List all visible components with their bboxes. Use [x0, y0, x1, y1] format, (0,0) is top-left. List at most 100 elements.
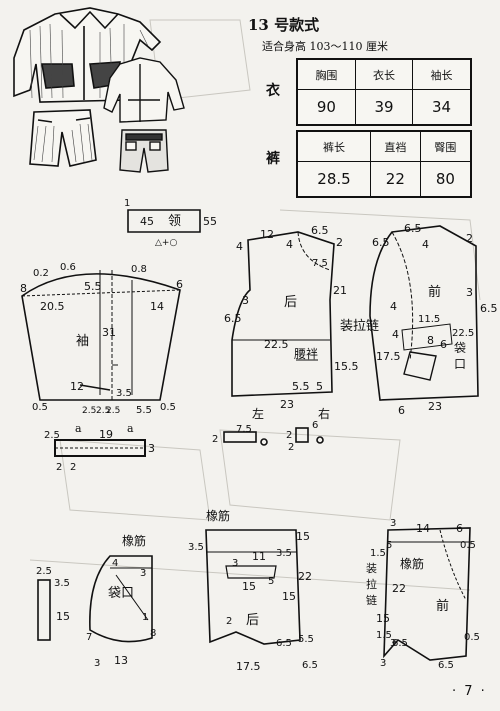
pants-col-hip: 臀围 [419, 130, 472, 162]
svg-text:4: 4 [392, 328, 399, 341]
cuff-pattern: a a 19 2.5 3 2 2 [44, 422, 155, 473]
svg-text:3: 3 [140, 568, 146, 579]
svg-text:4: 4 [390, 300, 397, 313]
svg-text:22: 22 [392, 582, 406, 595]
svg-text:12: 12 [260, 228, 274, 241]
svg-text:19: 19 [99, 428, 113, 441]
svg-text:0.6: 0.6 [60, 262, 76, 273]
shirt-back-illustration [103, 57, 185, 123]
svg-text:3: 3 [390, 518, 396, 529]
collar-num-55: 55 [203, 215, 217, 228]
shorts-back-illustration [119, 129, 169, 173]
svg-text:口: 口 [454, 357, 466, 371]
svg-text:2.5: 2.5 [44, 430, 60, 441]
svg-text:6: 6 [440, 338, 447, 351]
svg-text:5.5: 5.5 [136, 405, 152, 416]
svg-text:6.5: 6.5 [480, 302, 498, 315]
svg-text:0.5: 0.5 [32, 402, 48, 413]
svg-text:11: 11 [252, 550, 266, 563]
pants-val-rise: 22 [369, 161, 421, 198]
svg-text:a: a [127, 422, 134, 435]
svg-text:2: 2 [212, 434, 218, 445]
pants-front-pattern: 3 14 6 0.5 1.5 5 橡筋 装 拉 链 22 前 15 1.5 3 … [366, 518, 480, 671]
svg-text:橡筋: 橡筋 [206, 508, 230, 523]
svg-text:8: 8 [20, 282, 27, 295]
svg-text:2.5: 2.5 [82, 406, 96, 416]
pants-val-hip: 80 [419, 161, 472, 198]
svg-text:0.8: 0.8 [131, 264, 147, 275]
jacket-val-length: 39 [354, 89, 414, 126]
svg-text:7.5: 7.5 [236, 424, 252, 435]
svg-text:6: 6 [398, 404, 405, 417]
back-bodice-pattern: 12 6.5 2 4 7.5 4 3 21 6.5 22.5 后 腰袢 15.5… [224, 224, 359, 411]
pants-col-rise: 直裆 [369, 130, 421, 162]
svg-text:5: 5 [316, 380, 323, 393]
svg-text:3: 3 [232, 558, 238, 569]
svg-text:6.5: 6.5 [392, 638, 408, 649]
jacket-col-chest: 胸围 [296, 58, 356, 90]
svg-text:6.5: 6.5 [276, 638, 292, 649]
svg-text:2.5: 2.5 [96, 406, 110, 416]
svg-text:6.5: 6.5 [302, 660, 318, 671]
svg-text:23: 23 [428, 400, 442, 413]
svg-text:3.5: 3.5 [116, 388, 132, 399]
svg-text:15: 15 [56, 610, 70, 623]
svg-text:6.5: 6.5 [224, 312, 242, 325]
svg-text:2: 2 [336, 236, 343, 249]
svg-text:15: 15 [296, 530, 310, 543]
svg-text:1: 1 [142, 612, 148, 623]
svg-text:7.5: 7.5 [312, 258, 328, 269]
pants-label: 裤 [266, 151, 280, 167]
sleeve-pattern: 0.6 0.2 0.8 8 6 20.5 5.5 14 31 袖 12 3.5 … [20, 262, 183, 416]
svg-text:前: 前 [436, 598, 449, 614]
svg-text:4: 4 [286, 238, 293, 251]
svg-text:拉: 拉 [366, 577, 377, 591]
svg-text:14: 14 [416, 522, 430, 535]
svg-text:橡筋: 橡筋 [400, 556, 424, 571]
waist-tabs: 左 右 7.5 2 2 6 2 [212, 406, 330, 453]
svg-text:22.5: 22.5 [452, 328, 474, 339]
jacket-val-sleeve: 34 [412, 89, 472, 126]
svg-text:6.5: 6.5 [372, 236, 390, 249]
svg-text:左: 左 [252, 406, 264, 421]
svg-text:12: 12 [70, 380, 84, 393]
collar-num-45: 45 [140, 215, 154, 228]
svg-text:6: 6 [312, 420, 318, 431]
svg-text:1.5: 1.5 [370, 548, 386, 559]
svg-text:装拉链: 装拉链 [340, 319, 379, 334]
svg-text:1.5: 1.5 [376, 630, 392, 641]
svg-text:6.5: 6.5 [404, 222, 422, 235]
svg-text:3.5: 3.5 [54, 578, 70, 589]
svg-text:5.5: 5.5 [292, 380, 310, 393]
svg-text:2: 2 [56, 462, 62, 473]
svg-text:后: 后 [284, 295, 297, 310]
svg-text:15: 15 [376, 612, 390, 625]
svg-text:袋口: 袋口 [108, 586, 134, 601]
jacket-col-sleeve: 袖长 [412, 58, 472, 90]
svg-text:14: 14 [150, 300, 164, 313]
svg-text:3: 3 [148, 442, 155, 455]
svg-text:橡筋: 橡筋 [122, 533, 146, 548]
pocket-pattern: 2.5 3.5 15 4 3 1 7 8 13 3 橡筋 袋口 [36, 533, 156, 669]
svg-text:链: 链 [366, 593, 377, 607]
svg-text:4: 4 [112, 558, 118, 569]
collar-label: 领 [168, 214, 181, 229]
jacket-label: 衣 [266, 83, 280, 99]
svg-text:3: 3 [390, 638, 396, 649]
svg-text:6: 6 [176, 278, 183, 291]
svg-text:前: 前 [428, 284, 441, 300]
svg-text:2: 2 [286, 430, 292, 441]
jacket-val-chest: 90 [296, 89, 356, 126]
svg-text:右: 右 [318, 406, 330, 421]
svg-text:2: 2 [70, 462, 76, 473]
svg-text:2.5: 2.5 [36, 566, 52, 577]
svg-text:5: 5 [386, 540, 392, 551]
svg-text:7: 7 [86, 632, 92, 643]
page-title: 13 号款式 [248, 16, 320, 34]
shorts-illustration [29, 109, 97, 167]
front-bodice-pattern: 6.5 2 6.5 4 3 4 6.5 11.5 4 22.5 6 8 前 袋 … [340, 222, 498, 417]
svg-text:3.5: 3.5 [276, 548, 292, 559]
svg-text:2: 2 [466, 232, 473, 245]
svg-text:6: 6 [456, 522, 463, 535]
